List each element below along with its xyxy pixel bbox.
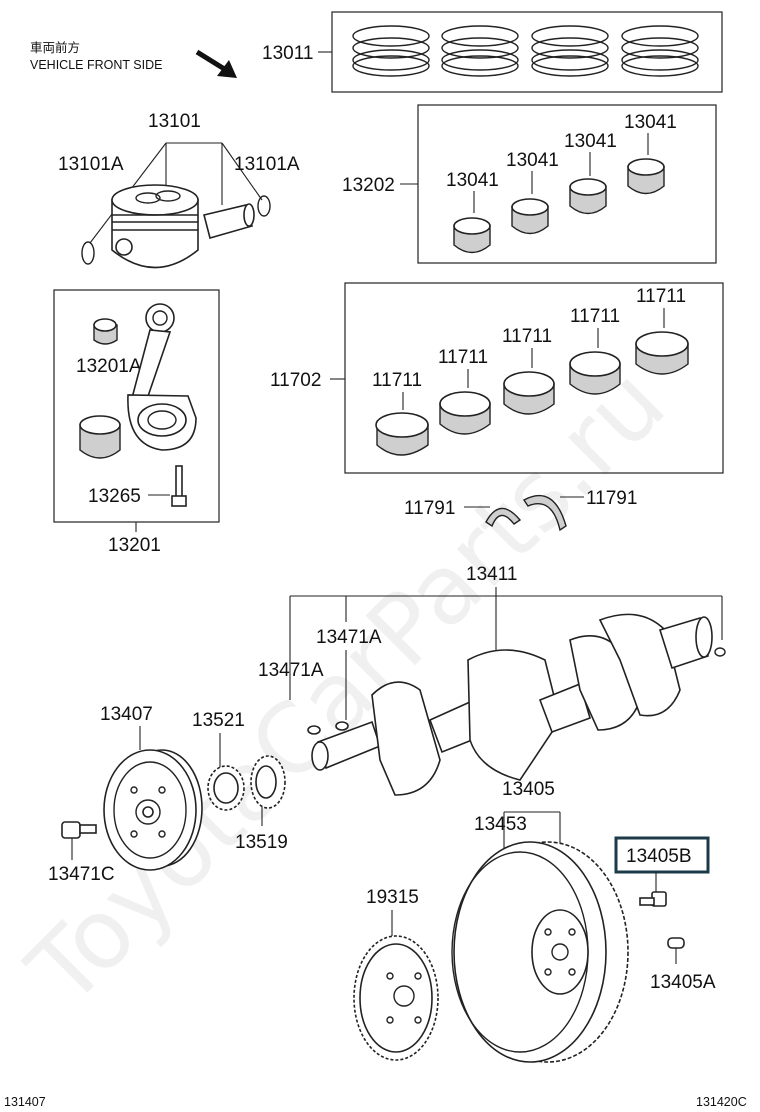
highlight-box-13405B[interactable] <box>614 836 710 874</box>
crank-key-pin[interactable] <box>714 647 726 657</box>
label-13201A[interactable]: 13201A <box>76 356 142 377</box>
rod-bearing-shell-2[interactable] <box>511 198 549 235</box>
label-13202[interactable]: 13202 <box>342 175 395 196</box>
label-13041-2[interactable]: 13041 <box>506 150 559 171</box>
connecting-rod[interactable] <box>127 303 197 451</box>
main-bearing-box <box>344 282 724 474</box>
label-13041-4[interactable]: 13041 <box>624 112 677 133</box>
rod-bearing-shell-1[interactable] <box>453 217 491 254</box>
piston-pin[interactable] <box>203 203 255 239</box>
rod-cap-bearing[interactable] <box>79 415 121 459</box>
label-13471C[interactable]: 13471C <box>48 864 115 885</box>
drive-plate[interactable] <box>353 935 439 1061</box>
label-13519[interactable]: 13519 <box>235 832 288 853</box>
flywheel-bolt[interactable] <box>639 891 667 907</box>
vehicle-front-arrow-icon <box>195 49 237 78</box>
main-bearing-shell-1[interactable] <box>375 412 429 456</box>
label-13405[interactable]: 13405 <box>502 779 555 800</box>
connecting-rod-bolt[interactable] <box>171 465 187 507</box>
label-13101A-left[interactable]: 13101A <box>58 154 124 175</box>
label-13041-3[interactable]: 13041 <box>564 131 617 152</box>
label-13101A-right[interactable]: 13101A <box>234 154 300 175</box>
label-11702[interactable]: 11702 <box>270 370 321 391</box>
flywheel-dowel-pin[interactable] <box>667 937 685 949</box>
label-11711-3[interactable]: 11711 <box>502 326 552 347</box>
label-13041-1[interactable]: 13041 <box>446 170 499 191</box>
label-19315[interactable]: 19315 <box>366 887 419 908</box>
orientation-label-en: VEHICLE FRONT SIDE <box>30 58 162 72</box>
label-11791-right[interactable]: 11791 <box>586 488 637 509</box>
label-13471A-upper[interactable]: 13471A <box>316 627 382 648</box>
label-13453[interactable]: 13453 <box>474 814 527 835</box>
piston-ring-set-2 <box>441 25 519 77</box>
label-13405B[interactable]: 13405B <box>626 846 692 867</box>
label-13405A[interactable]: 13405A <box>650 972 716 993</box>
crank-key-front[interactable] <box>307 725 321 735</box>
label-13101[interactable]: 13101 <box>148 111 201 132</box>
piston-rings-group[interactable] <box>331 11 723 93</box>
label-11711-2[interactable]: 11711 <box>438 347 488 368</box>
piston-ring-set-1 <box>352 25 430 77</box>
main-bearing-shell-2[interactable] <box>439 391 491 435</box>
label-13011[interactable]: 13011 <box>262 43 313 64</box>
pulley-bolt[interactable] <box>61 821 97 839</box>
crank-key-rear[interactable] <box>335 721 349 731</box>
label-13521[interactable]: 13521 <box>192 710 245 731</box>
label-11711-4[interactable]: 11711 <box>570 306 620 327</box>
snap-ring-right[interactable] <box>257 195 271 217</box>
crankshaft[interactable] <box>311 613 713 796</box>
main-bearing-shell-4[interactable] <box>569 351 621 395</box>
thrust-washer-left[interactable] <box>485 507 522 528</box>
snap-ring-left[interactable] <box>81 241 95 265</box>
label-13265[interactable]: 13265 <box>88 486 141 507</box>
piston-ring-set-4 <box>621 25 699 77</box>
orientation-label-jp: 車両前方 <box>30 40 80 55</box>
label-13411[interactable]: 13411 <box>466 564 517 585</box>
crankshaft-timing-gear[interactable] <box>207 765 245 811</box>
piston-ring-set-3 <box>531 25 609 77</box>
rod-bearing-shell-3[interactable] <box>569 178 607 215</box>
thrust-washer-right[interactable] <box>522 495 567 532</box>
label-13471A-lower[interactable]: 13471A <box>258 660 324 681</box>
label-11711-1[interactable]: 11711 <box>372 370 422 391</box>
main-bearing-shell-3[interactable] <box>503 371 555 415</box>
label-11791-left[interactable]: 11791 <box>404 498 455 519</box>
crankshaft-pulley[interactable] <box>103 749 203 871</box>
footer-left-code: 131407 <box>4 1095 46 1109</box>
flywheel[interactable] <box>451 841 629 1063</box>
main-bearing-shell-5[interactable] <box>635 331 689 375</box>
label-13407[interactable]: 13407 <box>100 704 153 725</box>
rod-bearing-shell-4[interactable] <box>627 158 665 195</box>
connecting-rod-bushing[interactable] <box>93 318 118 345</box>
footer-right-code: 131420C <box>696 1095 747 1109</box>
label-11711-5[interactable]: 11711 <box>636 286 686 307</box>
label-13201[interactable]: 13201 <box>108 535 161 556</box>
piston[interactable] <box>111 184 199 269</box>
timing-gear-spacer[interactable] <box>250 755 286 809</box>
